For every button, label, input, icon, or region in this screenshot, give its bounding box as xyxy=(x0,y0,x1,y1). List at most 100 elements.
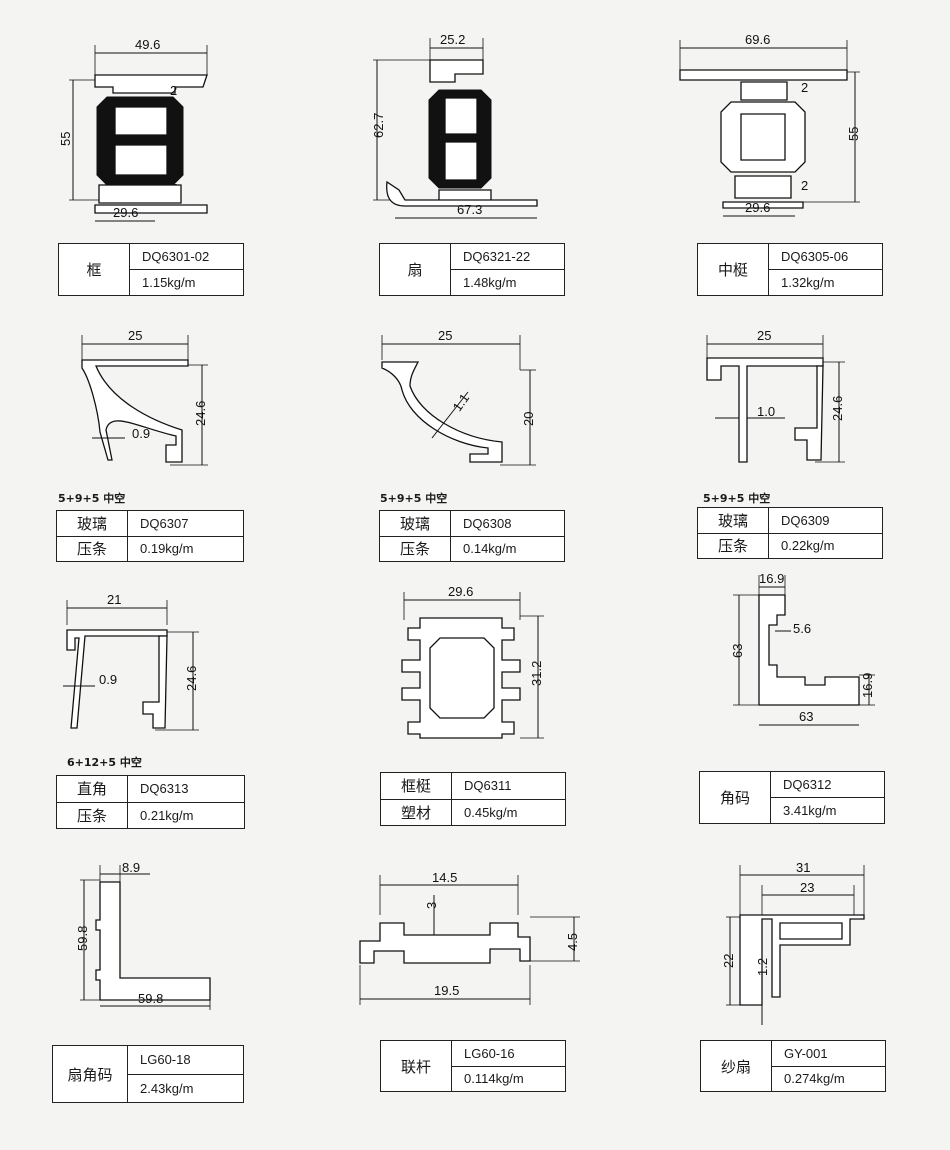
profile-dq6312-drawing: 16.9 63 5.6 16.9 63 xyxy=(715,565,890,735)
dim-step: 3 xyxy=(424,902,439,909)
profile-dq6301-02-drawing: 49.6 55 2 2 29.6 xyxy=(55,35,235,230)
dim-height: 24.6 xyxy=(830,396,845,421)
profile-name: 框 xyxy=(58,243,130,296)
profile-dq6305-06-drawing: 69.6 55 2 2 29.6 xyxy=(675,30,875,230)
profile-name-line2: 塑材 xyxy=(380,798,452,826)
profile-name: 角码 xyxy=(699,771,771,824)
dim-top-width: 49.6 xyxy=(135,37,160,52)
dim-gap-bottom: 2 xyxy=(801,178,808,193)
spec-table-gy-001: 纱扇 GY-001 0.274kg/m xyxy=(700,1040,886,1092)
dim-top-width: 8.9 xyxy=(122,860,140,875)
profile-gy-001-drawing: 31 23 22 1.2 xyxy=(700,855,890,1035)
profile-name-line2: 压条 xyxy=(56,801,128,829)
dim-top-width: 25 xyxy=(757,328,771,343)
profile-weight: 1.48kg/m xyxy=(450,269,565,296)
profile-weight: 0.14kg/m xyxy=(450,535,565,562)
profile-name-line1: 玻璃 xyxy=(56,510,128,537)
profile-weight: 0.274kg/m xyxy=(771,1065,886,1092)
spec-table-lg60-18: 扇角码 LG60-18 2.43kg/m xyxy=(52,1045,244,1103)
dim-thickness: 0.9 xyxy=(99,672,117,687)
profile-weight: 1.15kg/m xyxy=(129,269,244,296)
profile-name-line1: 玻璃 xyxy=(379,510,451,537)
profile-name: 纱扇 xyxy=(700,1040,772,1092)
dim-bottom-width: 67.3 xyxy=(457,202,482,217)
glass-spec-note: 5+9+5 中空 xyxy=(380,492,448,505)
profile-name-line2: 压条 xyxy=(697,532,769,559)
dim-inner-width: 23 xyxy=(800,880,814,895)
profile-name-line1: 框梃 xyxy=(380,772,452,800)
profile-lg60-18-drawing: 8.9 59.8 59.8 xyxy=(70,860,230,1010)
profile-weight: 0.21kg/m xyxy=(127,801,245,829)
spec-table-dq6311: 框梃 DQ6311 塑材 0.45kg/m xyxy=(380,772,566,826)
dim-top-width: 16.9 xyxy=(759,571,784,586)
dim-height: 55 xyxy=(58,132,73,146)
profile-name: 扇 xyxy=(379,243,451,296)
spec-table-dq6309: 玻璃 DQ6309 压条 0.22kg/m xyxy=(697,507,883,559)
profile-weight: 0.19kg/m xyxy=(127,535,244,562)
spec-table-dq6301-02: 框 DQ6301-02 1.15kg/m xyxy=(58,243,244,296)
profile-name: 联杆 xyxy=(380,1040,452,1092)
profile-code: DQ6321-22 xyxy=(450,243,565,270)
dim-height: 62.7 xyxy=(371,113,386,138)
profile-weight: 0.22kg/m xyxy=(768,532,883,559)
profile-weight: 2.43kg/m xyxy=(127,1073,244,1103)
profile-dq6311-drawing: 29.6 31.2 xyxy=(390,580,560,745)
profile-code: GY-001 xyxy=(771,1040,886,1067)
profile-code: DQ6311 xyxy=(451,772,566,800)
profile-name-line2: 压条 xyxy=(56,535,128,562)
spec-table-dq6313: 直角 DQ6313 压条 0.21kg/m xyxy=(56,775,245,829)
profile-code: LG60-18 xyxy=(127,1045,244,1075)
profile-name: 扇角码 xyxy=(52,1045,128,1103)
profile-weight: 0.45kg/m xyxy=(451,798,566,826)
profile-name-line1: 玻璃 xyxy=(697,507,769,534)
dim-thickness: 0.9 xyxy=(132,426,150,441)
dim-top-width: 29.6 xyxy=(448,584,473,599)
profile-weight: 0.114kg/m xyxy=(451,1065,566,1092)
profile-dq6309-drawing: 25 24.6 1.0 xyxy=(695,320,855,470)
profile-lg60-16-drawing: 14.5 3 4.5 19.5 xyxy=(350,865,590,1015)
dim-bottom-width: 29.6 xyxy=(745,200,770,215)
spec-table-dq6308: 玻璃 DQ6308 压条 0.14kg/m xyxy=(379,510,565,562)
dim-top-width: 25 xyxy=(438,328,452,343)
dim-right-height: 16.9 xyxy=(860,673,875,698)
spec-table-dq6321-22: 扇 DQ6321-22 1.48kg/m xyxy=(379,243,565,296)
profile-name: 中梃 xyxy=(697,243,769,296)
spec-table-dq6305-06: 中梃 DQ6305-06 1.32kg/m xyxy=(697,243,883,296)
profile-code: DQ6309 xyxy=(768,507,883,534)
dim-thickness: 1.2 xyxy=(755,958,770,976)
dim-bottom-width: 19.5 xyxy=(434,983,459,998)
profile-name-line2: 压条 xyxy=(379,535,451,562)
profile-dq6321-22-drawing: 25.2 62.7 67.3 xyxy=(365,30,555,230)
profile-code: DQ6312 xyxy=(770,771,885,798)
dim-height: 55 xyxy=(846,127,861,141)
dim-height: 63 xyxy=(730,644,745,658)
profile-code: DQ6308 xyxy=(450,510,565,537)
dim-top-width: 25 xyxy=(128,328,142,343)
profile-code: DQ6301-02 xyxy=(129,243,244,270)
profile-weight: 3.41kg/m xyxy=(770,797,885,824)
dim-gap-bottom: 2 xyxy=(170,173,177,188)
dim-inner-width: 5.6 xyxy=(793,621,811,636)
dim-bottom-width: 59.8 xyxy=(138,991,163,1006)
dim-height: 24.6 xyxy=(193,401,208,426)
profile-dq6313-drawing: 21 24.6 0.9 xyxy=(55,590,215,740)
profile-code: DQ6313 xyxy=(127,775,245,803)
dim-top-width: 21 xyxy=(107,592,121,607)
dim-height: 20 xyxy=(521,412,536,426)
dim-height: 22 xyxy=(721,954,736,968)
dim-right-height: 4.5 xyxy=(565,933,580,951)
profile-name-line1: 直角 xyxy=(56,775,128,803)
spec-table-dq6312: 角码 DQ6312 3.41kg/m xyxy=(699,771,885,824)
profile-dq6307-drawing: 25 24.6 0.9 xyxy=(70,320,230,470)
dim-thickness: 1.0 xyxy=(757,404,775,419)
spec-table-dq6307: 玻璃 DQ6307 压条 0.19kg/m xyxy=(56,510,244,562)
dim-height: 24.6 xyxy=(184,666,199,691)
profile-dq6308-drawing: 25 20 1.1 xyxy=(370,320,550,470)
profile-code: DQ6307 xyxy=(127,510,244,537)
dim-height: 31.2 xyxy=(529,661,544,686)
glass-spec-note: 5+9+5 中空 xyxy=(703,492,771,505)
dim-top-width: 14.5 xyxy=(432,870,457,885)
dim-bottom-width: 29.6 xyxy=(113,205,138,220)
spec-table-lg60-16: 联杆 LG60-16 0.114kg/m xyxy=(380,1040,566,1092)
dim-bottom-width: 63 xyxy=(799,709,813,724)
